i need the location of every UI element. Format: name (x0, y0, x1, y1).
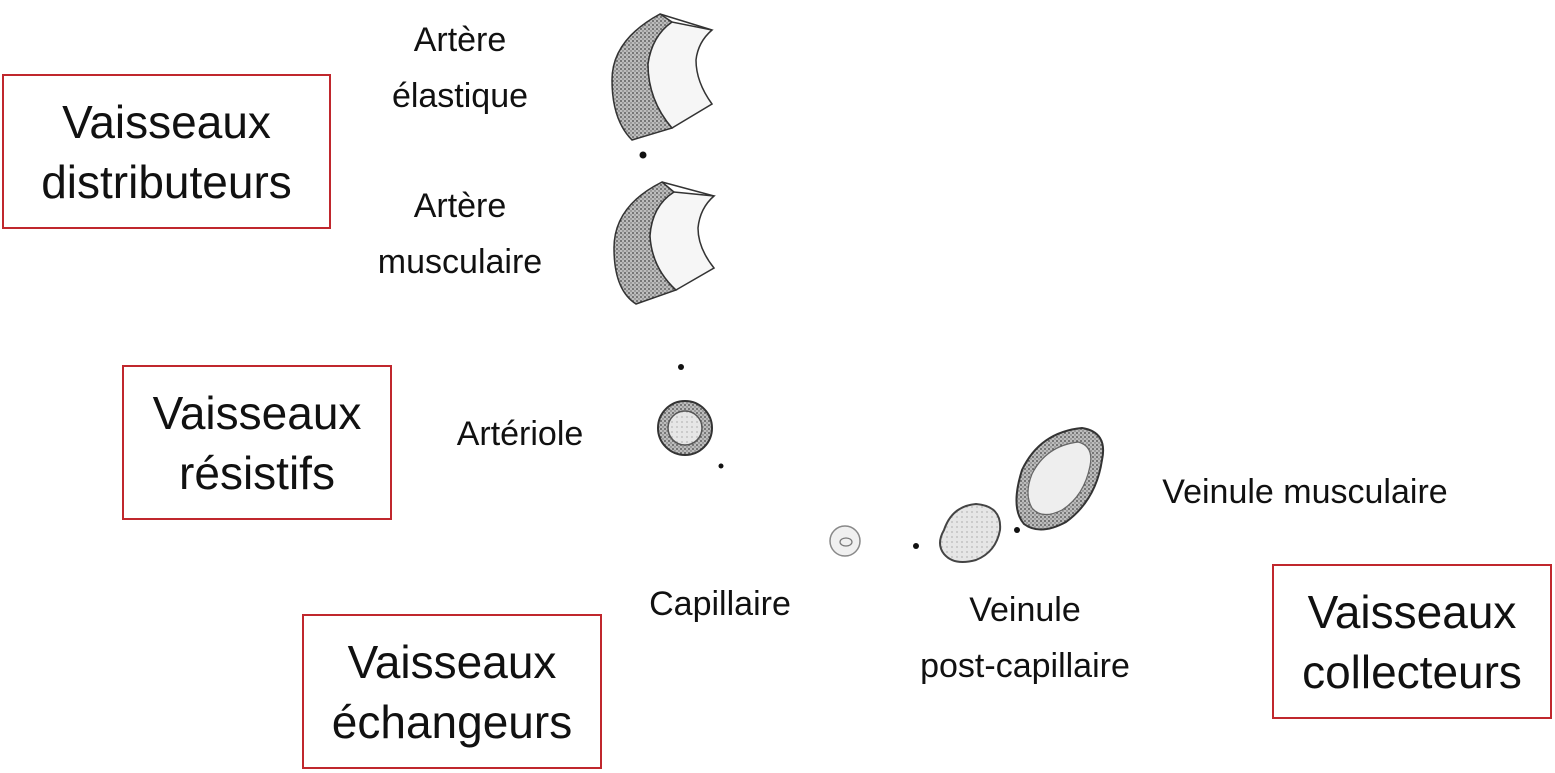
artere-musculaire-drawing (614, 182, 714, 304)
dot-2 (678, 364, 684, 370)
veinule-musculaire-drawing (1016, 428, 1103, 530)
dot-1 (640, 152, 647, 159)
dot-4 (913, 543, 919, 549)
dot-3 (719, 464, 724, 469)
capillaire-drawing (830, 526, 860, 556)
arteriole-drawing (658, 401, 712, 455)
artere-elastique-drawing (612, 14, 712, 140)
veinule-post-capillaire-drawing (940, 504, 1000, 562)
dot-5 (1014, 527, 1020, 533)
